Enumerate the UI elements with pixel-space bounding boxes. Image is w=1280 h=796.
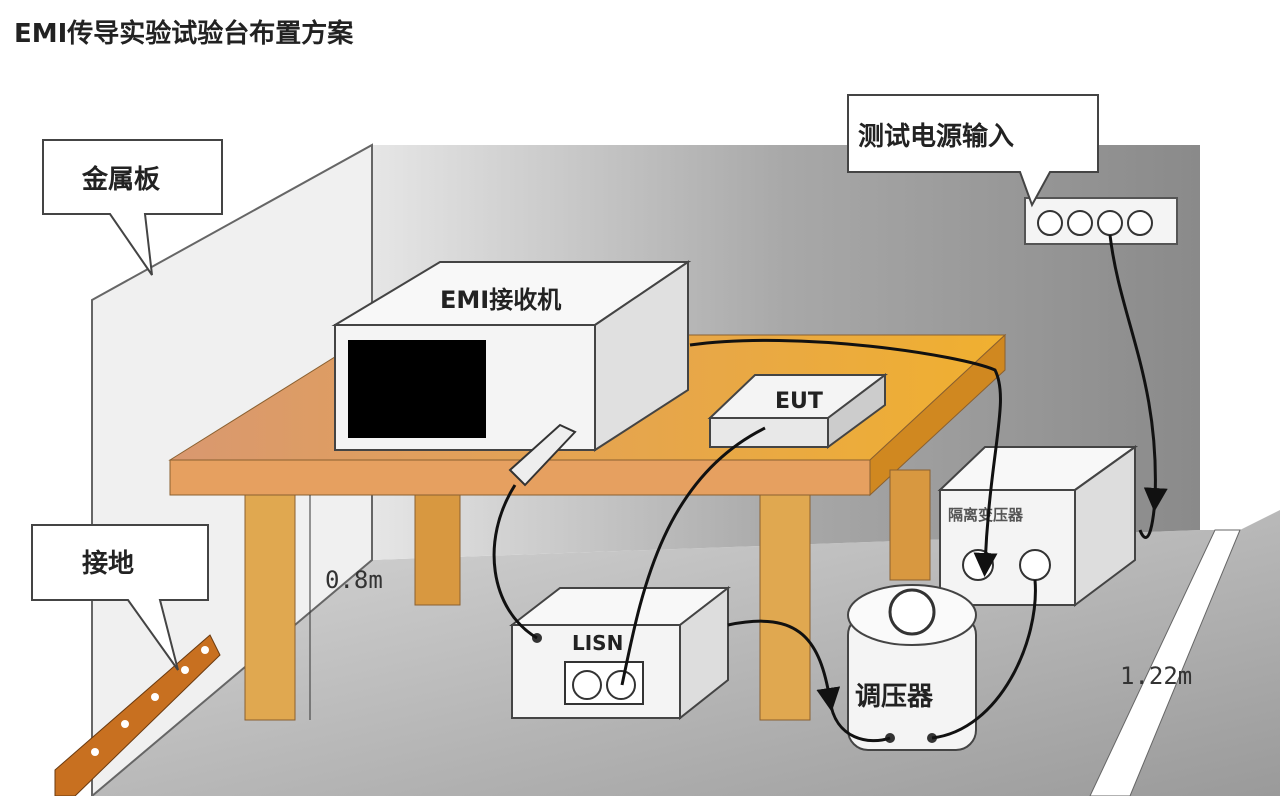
rf-connector [508, 423, 577, 487]
power-outlet-strip [1024, 197, 1178, 245]
callout-metal-plate: 金属板 [42, 139, 223, 276]
floor-distance-label: 1.22m [1120, 662, 1192, 690]
receiver-label: EMI接收机 [440, 286, 561, 314]
lisn-label: LISN [572, 631, 623, 655]
diagram-title: EMI传导实验试验台布置方案 [14, 18, 354, 49]
callout-power-input: 测试电源输入 [847, 94, 1099, 208]
ground-strap [54, 634, 221, 796]
emi-receiver: EMI接收机 [331, 260, 692, 487]
receiver-screen [348, 340, 486, 438]
table-height-label: 0.8m [325, 566, 383, 594]
lisn-device: LISN [509, 585, 731, 721]
callout-power-input-text: 测试电源输入 [858, 121, 1014, 152]
floor-strip [1089, 529, 1241, 796]
isolation-transformer: 隔离变压器 [937, 445, 1139, 607]
callout-ground-text: 接地 [82, 549, 134, 579]
voltage-regulator: 调压器 [847, 584, 977, 751]
regulator-label: 调压器 [855, 682, 934, 712]
callout-metal-plate-text: 金属板 [81, 164, 160, 195]
isolation-transformer-label: 隔离变压器 [948, 506, 1024, 524]
callout-ground: 接地 [31, 524, 209, 671]
cables [492, 234, 1168, 743]
eut-device: EUT [707, 372, 888, 449]
eut-label: EUT [775, 389, 823, 414]
